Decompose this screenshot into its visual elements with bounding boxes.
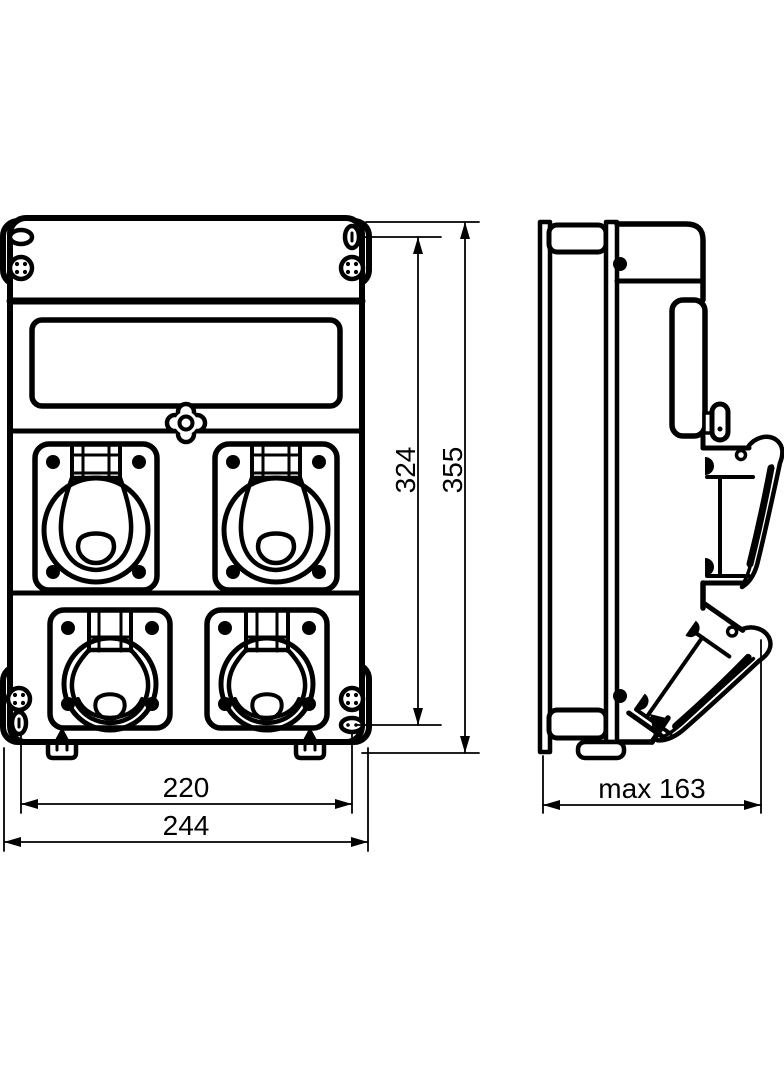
dimension-labels: 324 355 220 244 max 163 [163, 447, 706, 841]
dim-height-mounting: 324 [390, 447, 421, 494]
sealing-lip [75, 531, 117, 566]
boss-screw-top [613, 257, 627, 271]
lid-flap [226, 647, 308, 726]
sealing-lip [250, 692, 284, 721]
hinge [70, 444, 122, 481]
latch-knob [164, 401, 208, 445]
lid-flap [238, 475, 314, 573]
dim-width-overall: 244 [163, 810, 210, 841]
window-frame-side [669, 297, 708, 439]
side-lug-bottom [546, 707, 609, 741]
body-top-outline [614, 221, 706, 303]
cable-gland-left [45, 727, 79, 761]
side-lug-top [546, 222, 609, 255]
lid-flap [58, 475, 134, 573]
socket-side-upper [700, 434, 784, 590]
latch-knob-side [702, 401, 731, 443]
dimension-lines [3, 221, 762, 852]
sealing-lip [93, 692, 127, 721]
hinge [250, 444, 302, 481]
sealing-lip [255, 531, 297, 566]
dim-height-overall: 355 [437, 447, 468, 494]
front-view [0, 215, 372, 761]
flap-outline [739, 434, 784, 590]
flap-band [746, 464, 775, 568]
socket-lower-right [204, 607, 330, 733]
bottom-wedge [650, 714, 666, 736]
socket-upper-left [32, 441, 160, 593]
lid-flap [69, 647, 151, 726]
dim-depth-max: max 163 [598, 773, 705, 804]
mounting-screws [5, 254, 366, 713]
socket-lower-left [47, 607, 173, 733]
boss-screw-bottom [613, 689, 627, 703]
screw-boss-bar [603, 219, 620, 745]
back-plate [537, 219, 553, 755]
bottom-diagonal [649, 715, 671, 745]
dim-width-mounting: 220 [163, 772, 210, 803]
socket-side-lower-tilted [626, 601, 773, 743]
socket-upper-right [212, 441, 340, 593]
side-view [537, 219, 784, 761]
cable-gland-right [293, 727, 327, 761]
cable-gland-side [575, 739, 627, 761]
